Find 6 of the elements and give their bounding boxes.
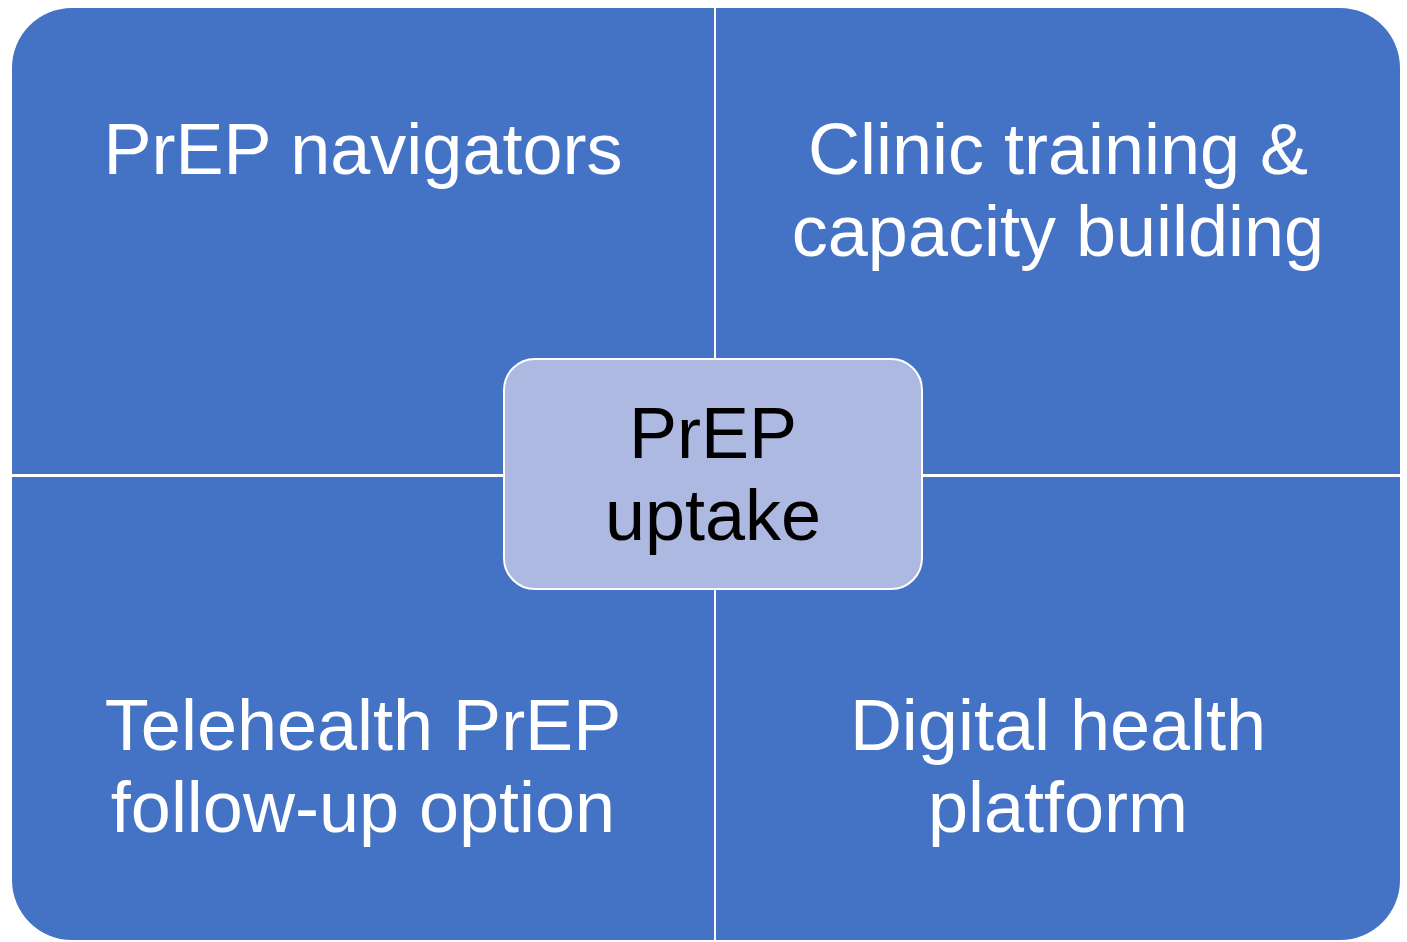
quadrant-label: Telehealth PrEP follow-up option bbox=[103, 684, 623, 848]
center-box bbox=[503, 358, 923, 590]
quadrant-label: Digital health platform bbox=[848, 684, 1268, 848]
center-label: PrEP uptake bbox=[603, 392, 823, 556]
quadrant-label: Clinic training & capacity building bbox=[790, 108, 1326, 272]
quadrant-label: PrEP navigators bbox=[103, 108, 623, 190]
